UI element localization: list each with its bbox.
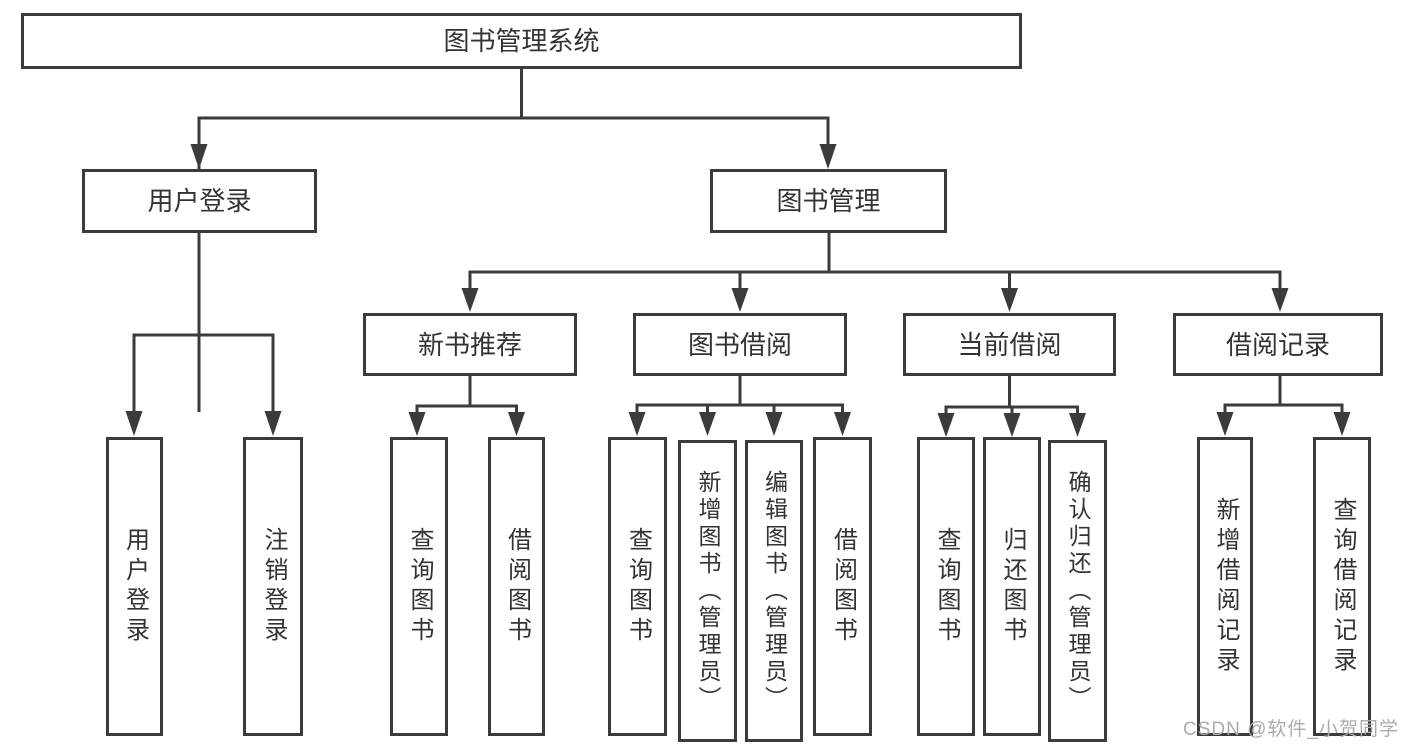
node-user-login: 用户登录: [82, 169, 317, 233]
leaf-edit-books-admin-label: 编辑图书（管理员）: [761, 469, 788, 713]
leaf-borrow-books-recommend: 借阅图书: [488, 437, 545, 736]
leaf-confirm-return-admin: 确认归还（管理员）: [1048, 440, 1107, 742]
node-book-borrowing: 图书借阅: [633, 313, 847, 376]
leaf-add-borrowing-record-label: 新增借阅记录: [1212, 496, 1239, 677]
node-current-borrowing: 当前借阅: [903, 313, 1116, 376]
leaf-logout-label: 注销登录: [260, 526, 287, 647]
leaf-confirm-return-admin-label: 确认归还（管理员）: [1065, 469, 1091, 713]
node-borrowing-records: 借阅记录: [1173, 313, 1383, 376]
leaf-query-books-recommend-label: 查询图书: [406, 526, 433, 647]
node-library-management-system: 图书管理系统: [21, 13, 1022, 69]
node-book-management: 图书管理: [710, 169, 947, 233]
leaf-query-borrowing-record-label: 查询借阅记录: [1329, 496, 1356, 677]
leaf-query-books-borrowing-label: 查询图书: [624, 526, 652, 647]
watermark: CSDN @软件_小贺同学: [1183, 719, 1399, 740]
leaf-add-books-admin: 新增图书（管理员）: [678, 440, 737, 742]
leaf-borrow-books-borrowing-label: 借阅图书: [829, 526, 857, 647]
leaf-query-borrowing-record: 查询借阅记录: [1313, 437, 1371, 736]
leaf-query-books-recommend: 查询图书: [390, 437, 448, 736]
leaf-query-books-current: 查询图书: [917, 437, 975, 736]
leaf-return-books: 归还图书: [983, 437, 1041, 736]
leaf-add-borrowing-record: 新增借阅记录: [1197, 437, 1253, 736]
leaf-user-login-label: 用户登录: [121, 526, 149, 647]
leaf-edit-books-admin: 编辑图书（管理员）: [745, 440, 803, 742]
leaf-user-login: 用户登录: [106, 437, 163, 736]
node-new-book-recommendation: 新书推荐: [363, 313, 577, 376]
leaf-query-books-borrowing: 查询图书: [608, 437, 667, 736]
leaf-borrow-books-borrowing: 借阅图书: [813, 437, 872, 736]
leaf-add-books-admin-label: 新增图书（管理员）: [695, 469, 721, 713]
leaf-borrow-books-recommend-label: 借阅图书: [503, 526, 531, 647]
arrowheads: [125, 144, 1351, 437]
leaf-logout: 注销登录: [243, 437, 303, 736]
leaf-return-books-label: 归还图书: [999, 526, 1026, 647]
leaf-query-books-current-label: 查询图书: [933, 526, 960, 647]
